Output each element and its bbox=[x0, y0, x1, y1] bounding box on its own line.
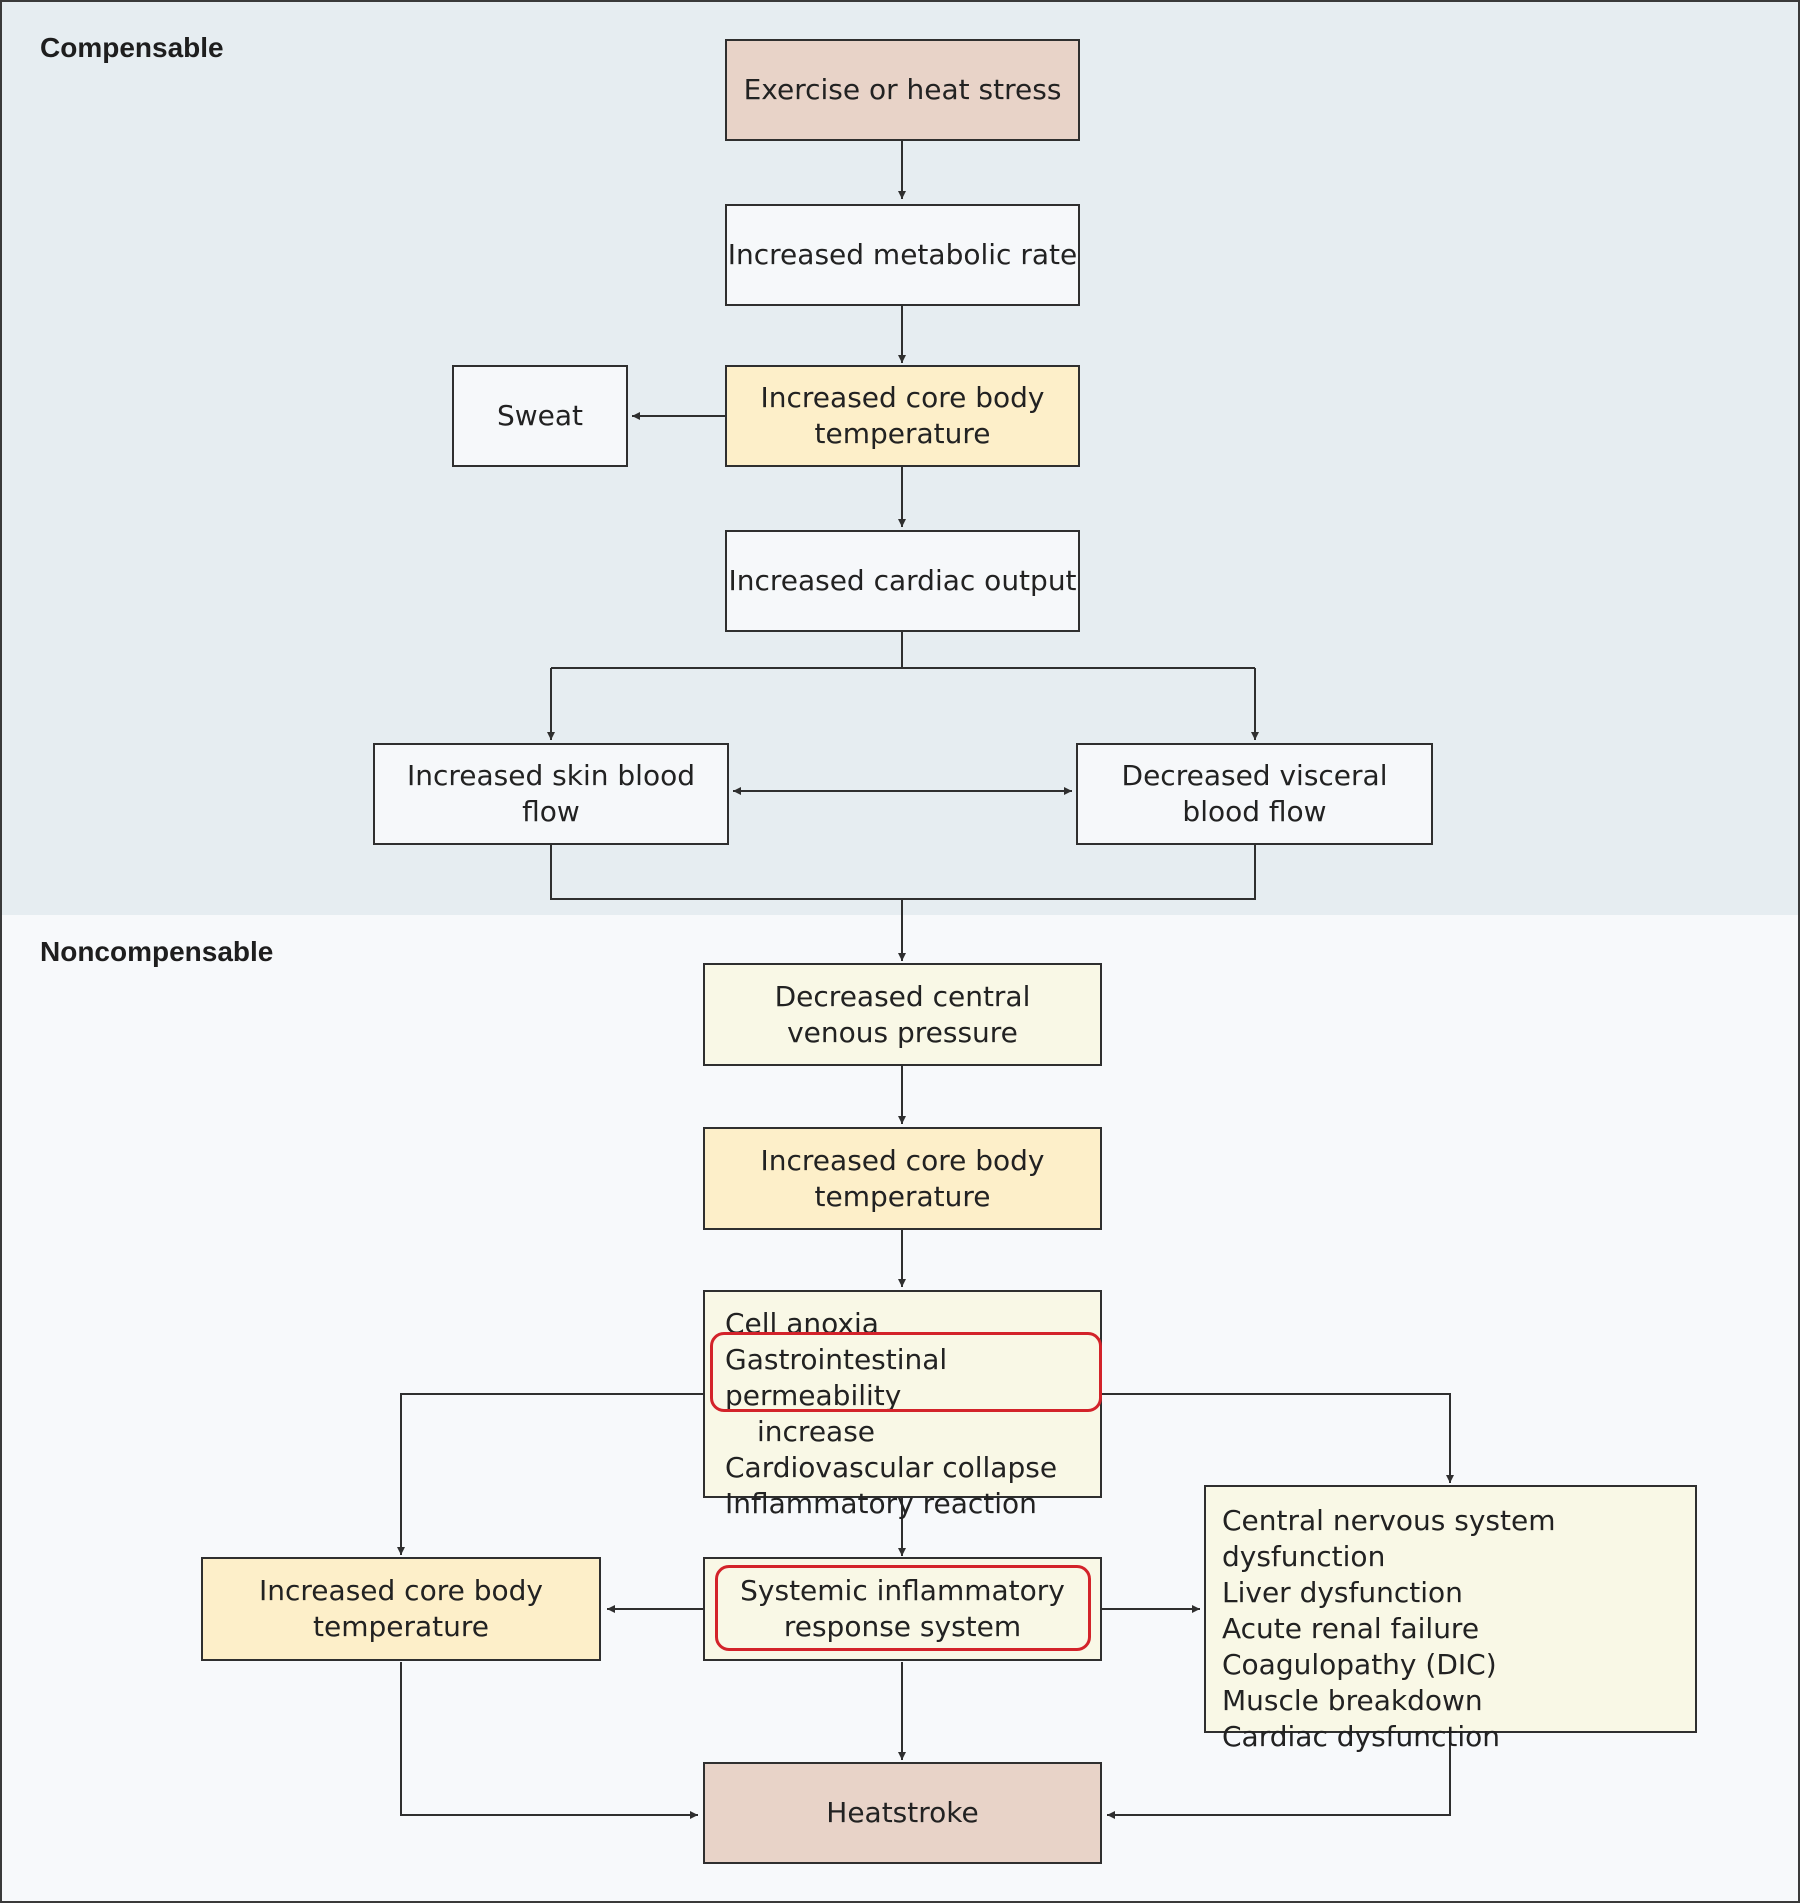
list-item-gi-permeability: Gastrointestinal permeability bbox=[725, 1343, 948, 1412]
node-decreased-visceral-blood-flow: Decreased visceral blood flow bbox=[1076, 743, 1433, 845]
node-increased-core-temp-3: Increased core body temperature bbox=[201, 1557, 601, 1661]
highlight-sirs bbox=[715, 1565, 1091, 1651]
noncompensable-label: Noncompensable bbox=[40, 936, 274, 967]
node-increased-metabolic-rate: Increased metabolic rate bbox=[725, 204, 1080, 306]
arrow-cell-effects-to-left bbox=[397, 1393, 703, 1555]
node-increased-core-temp-2: Increased core body temperature bbox=[703, 1127, 1102, 1230]
list-item-acute-renal-failure: Acute renal failure bbox=[1222, 1612, 1480, 1645]
node-organ-dysfunction: Central nervous system dysfunction Liver… bbox=[1204, 1485, 1697, 1753]
node-increased-cardiac-output: Increased cardiac output bbox=[725, 530, 1080, 632]
list-item-coagulopathy: Coagulopathy (DIC) bbox=[1222, 1648, 1497, 1681]
list-item-gi-permeability-cont: increase bbox=[757, 1415, 876, 1448]
compensable-label: Compensable bbox=[40, 32, 224, 63]
node-cell-effects: Cell anoxia Gastrointestinal permeabilit… bbox=[703, 1290, 1102, 1520]
node-heatstroke: Heatstroke bbox=[703, 1762, 1102, 1864]
node-decreased-central-venous-pressure: Decreased central venous pressure bbox=[703, 963, 1102, 1066]
arrow-organs-to-heatstroke bbox=[1107, 1733, 1451, 1819]
arrow-to-skin-flow bbox=[551, 667, 1255, 740]
list-item-muscle-breakdown: Muscle breakdown bbox=[1222, 1684, 1483, 1717]
arrow-core-temp-to-heatstroke bbox=[400, 1662, 698, 1819]
list-item-cardiovascular-collapse: Cardiovascular collapse bbox=[725, 1451, 1058, 1484]
node-systemic-inflammatory-response: Systemic inflammatory response system bbox=[703, 1557, 1102, 1661]
node-exercise-heat-stress: Exercise or heat stress bbox=[725, 39, 1080, 141]
node-sweat: Sweat bbox=[452, 365, 628, 467]
list-item-cns-dysfunction: Central nervous system dysfunction bbox=[1222, 1504, 1556, 1573]
node-increased-core-temp-1: Increased core body temperature bbox=[725, 365, 1080, 467]
list-item-inflammatory-reaction: Inflammatory reaction bbox=[725, 1487, 1037, 1520]
list-item-cardiac-dysfunction: Cardiac dysfunction bbox=[1222, 1720, 1501, 1753]
list-item-liver-dysfunction: Liver dysfunction bbox=[1222, 1576, 1463, 1609]
node-increased-skin-blood-flow: Increased skin blood flow bbox=[373, 743, 729, 845]
highlight-gi-permeability bbox=[710, 1332, 1102, 1412]
arrow-cell-effects-to-right bbox=[1102, 1393, 1454, 1483]
